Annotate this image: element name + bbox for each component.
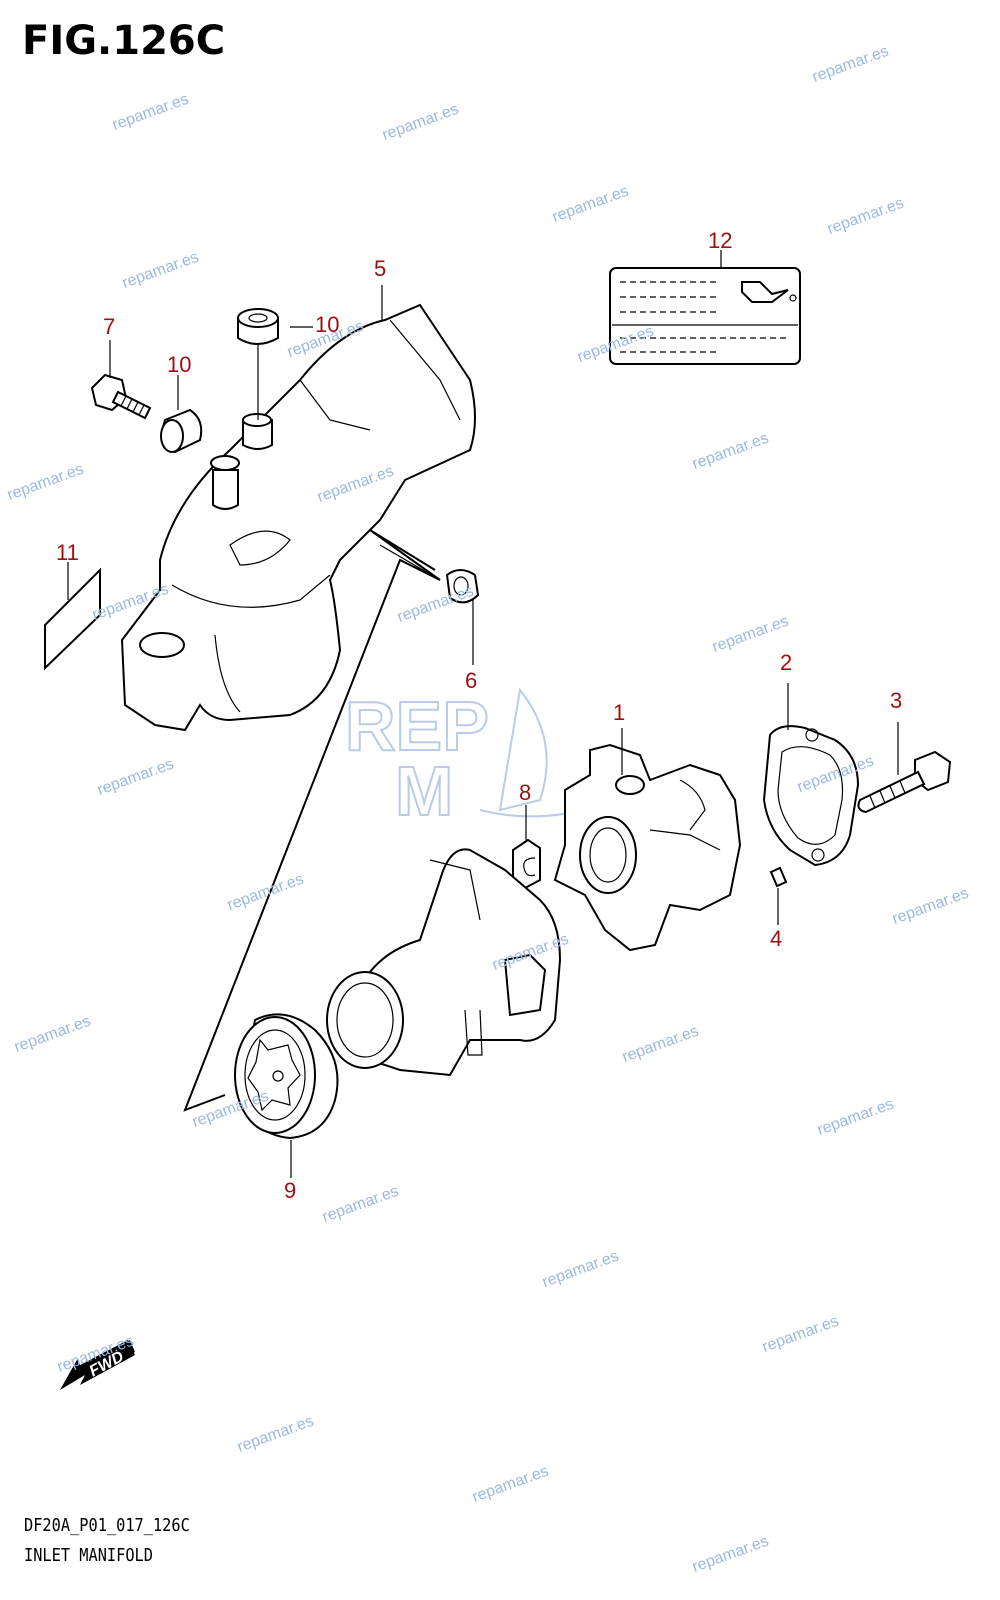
callout-4: 4 bbox=[770, 926, 783, 951]
part-1-inlet-manifold bbox=[553, 728, 742, 952]
figure-code: DF20A_P01_017_126C bbox=[24, 1515, 190, 1536]
part-7-bolt bbox=[90, 340, 152, 420]
callout-9: 9 bbox=[284, 1178, 297, 1203]
callout-12: 12 bbox=[708, 228, 733, 253]
part-9-pulley bbox=[234, 1013, 339, 1178]
part-8-cap bbox=[512, 805, 541, 890]
callout-10-top: 10 bbox=[315, 312, 340, 337]
callout-6: 6 bbox=[465, 668, 478, 693]
callout-3: 3 bbox=[890, 688, 903, 713]
callout-10-side: 10 bbox=[167, 352, 192, 377]
figure-name: INLET MANIFOLD bbox=[24, 1545, 153, 1566]
part-11-pad bbox=[44, 562, 101, 671]
part-10-grommet-side bbox=[160, 375, 203, 454]
callout-1: 1 bbox=[613, 700, 626, 725]
callout-11: 11 bbox=[56, 540, 79, 565]
part-12-label bbox=[609, 250, 801, 365]
part-6-grommet bbox=[379, 544, 480, 665]
svg-text:REP: REP bbox=[345, 687, 489, 765]
part-10-grommet-top bbox=[237, 308, 279, 420]
figure-title: FIG.126C bbox=[22, 18, 226, 64]
part-4-pin bbox=[769, 866, 788, 925]
callout-8: 8 bbox=[519, 780, 532, 805]
part-5-silencer-case bbox=[120, 303, 476, 732]
throttle-body bbox=[326, 848, 562, 1077]
callout-7: 7 bbox=[103, 314, 116, 339]
svg-text:M: M bbox=[395, 752, 453, 830]
callout-5: 5 bbox=[374, 256, 387, 281]
repmar-logo: REP M bbox=[344, 686, 601, 831]
part-3-bolt bbox=[857, 722, 952, 814]
callout-2: 2 bbox=[780, 650, 793, 675]
part-2-gasket bbox=[762, 683, 860, 867]
assembly-outline bbox=[183, 529, 441, 1112]
